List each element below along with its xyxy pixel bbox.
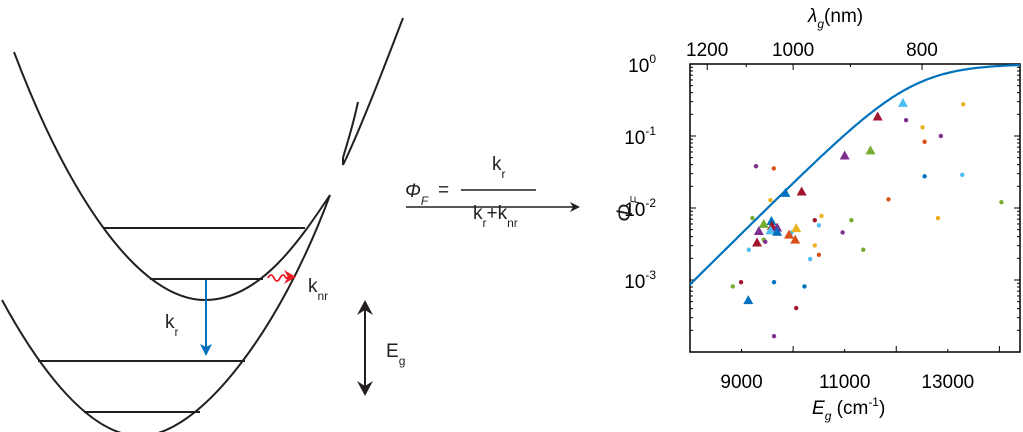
data-point-dot <box>999 200 1004 205</box>
data-point-triangle <box>765 225 776 235</box>
data-point-triangle <box>790 234 801 244</box>
upper-state-curve <box>342 17 404 166</box>
ground-state-curve <box>1 194 331 432</box>
quantum-yield-formula: ΦF = kr kr+knr <box>405 154 580 230</box>
top-tick-label: 1000 <box>772 40 814 61</box>
energy-diagram: kr knr Eg <box>1 17 405 432</box>
data-point-triangle <box>743 295 754 305</box>
data-point-triangle <box>780 187 791 197</box>
data-point-dot <box>750 215 755 221</box>
data-point-dot <box>807 256 813 262</box>
data-point-triangle <box>865 145 876 155</box>
svg-text:ΦF: ΦF <box>405 181 429 208</box>
y-tick-label: 10-1 <box>624 124 656 149</box>
data-point-dot <box>960 172 965 178</box>
eg-label: Eg <box>386 341 405 368</box>
data-point-dot <box>922 139 927 144</box>
y-tick-label: 10-3 <box>624 268 656 293</box>
data-point-dot <box>886 197 891 202</box>
data-point-triangle <box>839 150 850 160</box>
nonradiative-arrowhead <box>284 270 296 284</box>
arrowhead-up <box>357 300 373 315</box>
data-point-dot <box>753 164 759 169</box>
y-tick-label: 10-2 <box>624 196 656 221</box>
nonradiative-wavy-arrow <box>267 274 292 282</box>
data-point-triangle <box>796 186 807 196</box>
y-axis-label: ΦF <box>612 196 642 222</box>
data-point-triangle <box>784 229 794 239</box>
data-point-dot <box>730 284 735 289</box>
data-point-dot <box>812 218 817 223</box>
y-tick-label: 100 <box>628 52 656 77</box>
data-point-triangle <box>752 237 763 247</box>
top-tick-label: 1200 <box>686 40 728 61</box>
data-point-triangle <box>753 226 764 236</box>
data-point-dot <box>840 230 845 235</box>
energy-gap-law-curve <box>689 63 1021 286</box>
data-point-dot <box>920 125 925 130</box>
data-point-dot <box>922 174 927 179</box>
x-tick-label: 9000 <box>720 372 762 393</box>
data-point-dot <box>768 197 773 203</box>
data-point-dot <box>771 333 777 339</box>
data-point-dot <box>816 252 822 257</box>
top-tick-label: 800 <box>906 40 938 61</box>
svg-text:kr: kr <box>492 154 506 181</box>
data-point-triangle <box>772 226 783 236</box>
data-point-dot <box>903 117 909 123</box>
data-point-dot <box>812 243 817 248</box>
quantum-yield-chart: 9000 11000 13000 1200 1000 800 100 10-1 10-2 10-3… <box>612 6 1021 423</box>
kr-label: kr <box>165 312 179 339</box>
data-point-dot <box>802 284 807 289</box>
data-point-dot <box>771 166 776 171</box>
knr-label: knr <box>308 276 328 303</box>
data-point-triangle <box>897 97 908 107</box>
excited-state-curve <box>13 51 331 302</box>
data-point-dot <box>938 133 944 139</box>
data-point-triangle <box>791 223 802 233</box>
data-point-dot <box>961 102 966 107</box>
upper-state-hook <box>342 101 359 165</box>
plot-frame <box>689 63 1021 353</box>
data-point-dot <box>794 305 799 311</box>
x-axis-label: Eg (cm-1) <box>812 395 885 423</box>
x-tick-label: 13000 <box>921 372 974 393</box>
svg-text:kr+knr: kr+knr <box>473 203 518 230</box>
top-axis-label: λg(nm) <box>807 6 863 31</box>
data-point-dot <box>819 213 824 219</box>
arrowhead-down <box>357 381 373 396</box>
data-point-dot <box>738 279 744 285</box>
x-tick-label: 11000 <box>819 372 870 393</box>
data-point-dot <box>816 223 822 228</box>
data-point-dot <box>935 215 941 221</box>
data-point-triangle <box>872 111 883 121</box>
svg-text:=: = <box>438 180 449 201</box>
data-point-triangle <box>766 215 777 225</box>
data-point-dot <box>861 247 866 252</box>
data-point-dot <box>746 247 751 252</box>
data-point-dot <box>849 218 854 223</box>
data-point-triangle <box>758 218 769 228</box>
data-point-dot <box>763 239 768 245</box>
data-point-dot <box>771 279 777 285</box>
